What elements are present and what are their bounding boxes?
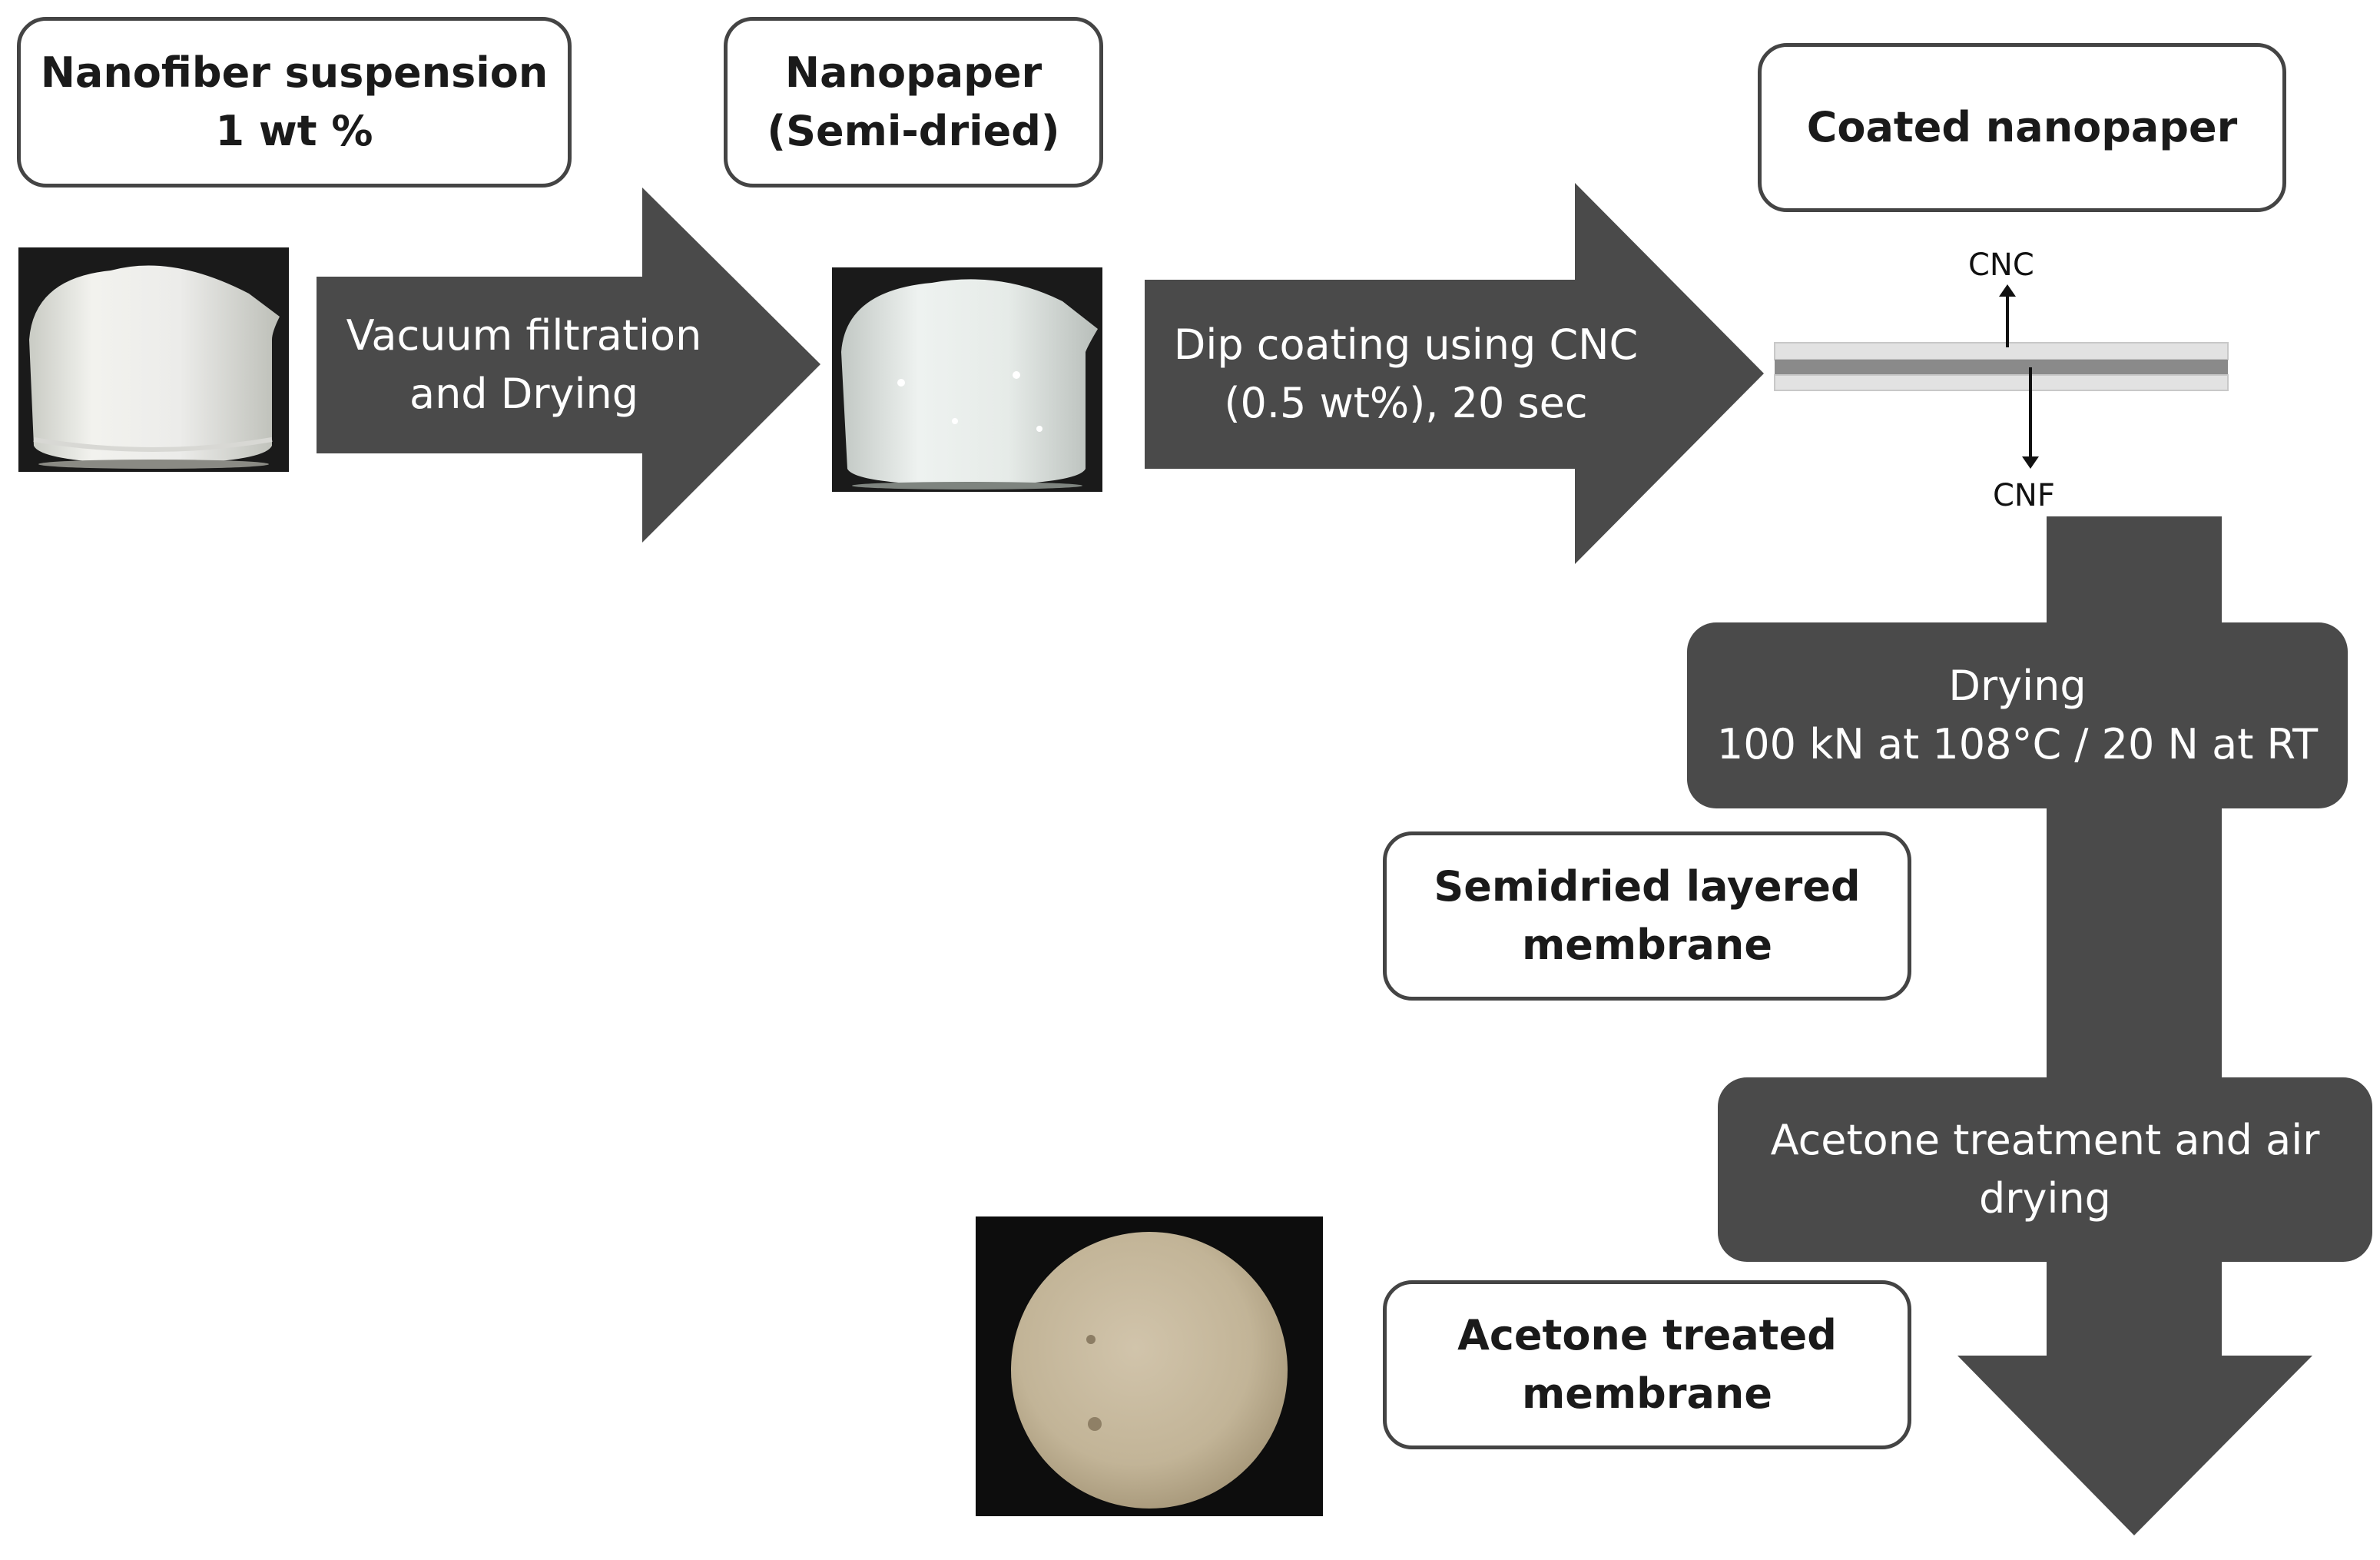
vacuum-filtration-label: Vacuum filtration and Drying <box>317 278 731 452</box>
cnc-pointer-arrow <box>1999 284 2016 347</box>
coated-nanopaper-label: Coated nanopaper <box>1806 103 2238 151</box>
acetone-membrane-line2: membrane <box>1522 1369 1772 1418</box>
acetone-membrane-line1: Acetone treated <box>1457 1311 1837 1359</box>
drying-step-title: Drying <box>1948 662 2087 710</box>
membrane-disc-photo <box>976 1216 1323 1516</box>
filtration-arrow <box>317 188 820 543</box>
nanopaper-label: Nanopaper <box>784 48 1042 97</box>
suspension-beaker-photo <box>18 247 289 472</box>
coated-nanopaper-box: Coated nanopaper <box>1758 43 2286 212</box>
dip-coating-line1: Dip coating using CNC <box>1173 320 1639 369</box>
down-arrow <box>1957 516 2312 1535</box>
acetone-treatment-line1: Acetone treatment and air <box>1770 1116 2320 1164</box>
drying-step-box: Drying 100 kN at 108°C / 20 N at RT <box>1687 622 2348 808</box>
drying-step-conditions: 100 kN at 108°C / 20 N at RT <box>1716 720 2319 768</box>
semidried-membrane-line1: Semidried layered <box>1434 862 1861 911</box>
nanopaper-box: Nanopaper (Semi-dried) <box>724 17 1103 188</box>
acetone-treated-membrane-box: Acetone treated membrane <box>1383 1280 1911 1449</box>
cnc-layer-label: CNC <box>1968 247 2034 283</box>
cnf-core-layer <box>1775 360 2228 375</box>
semidried-membrane-box: Semidried layered membrane <box>1383 831 1911 1001</box>
acetone-treatment-box: Acetone treatment and air drying <box>1718 1077 2372 1262</box>
cnf-pointer-arrow <box>2022 367 2039 469</box>
vacuum-filtration-line2: and Drying <box>409 370 638 418</box>
dip-coating-arrow <box>1145 183 1764 564</box>
nanofiber-suspension-label: Nanofiber suspension <box>40 48 549 97</box>
layered-nanopaper-schematic <box>1774 342 2229 391</box>
nanofiber-suspension-concentration: 1 wt % <box>215 107 373 155</box>
dip-coating-line2: (0.5 wt%), 20 sec <box>1224 379 1588 427</box>
vacuum-filtration-line1: Vacuum filtration <box>346 311 702 360</box>
nanofiber-suspension-box: Nanofiber suspension 1 wt % <box>17 17 572 188</box>
nanopaper-state: (Semi-dried) <box>767 107 1060 155</box>
cnf-layer-label: CNF <box>1993 478 2055 513</box>
nanopaper-beaker-photo <box>832 267 1102 492</box>
acetone-treatment-line2: drying <box>1979 1174 2111 1223</box>
semidried-membrane-line2: membrane <box>1522 921 1772 969</box>
cnc-bottom-layer <box>1774 374 2229 391</box>
dip-coating-label: Dip coating using CNC (0.5 wt%), 20 sec <box>1145 281 1667 467</box>
